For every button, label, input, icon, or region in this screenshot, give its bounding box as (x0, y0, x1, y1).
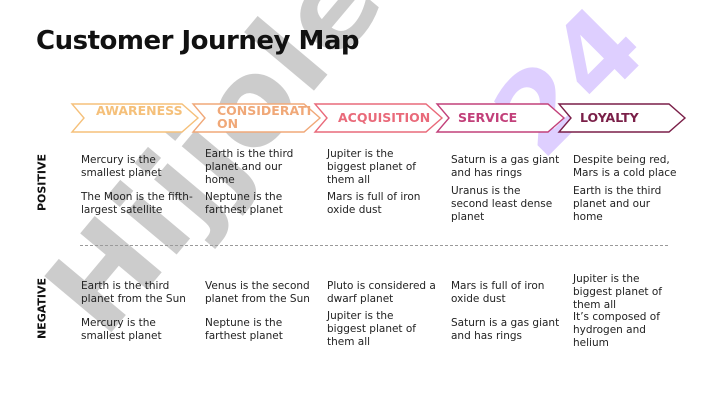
positive-cell-acquisition-2: Mars is full of iron oxide dust (327, 191, 421, 216)
stage-label-service: SERVICE (458, 111, 518, 124)
negative-cell-service-2: Saturn is a gas giant and has rings (451, 317, 560, 342)
stage-arrow-acquisition (313, 103, 444, 133)
page-title: Customer Journey Map (36, 26, 360, 56)
negative-cell-acquisition-1: Pluto is considered a dwarf planet (327, 280, 436, 305)
stage-arrow-loyalty (557, 103, 687, 133)
row-label-positive: POSITIVE (35, 153, 49, 212)
negative-cell-awareness-2: Mercury is the smallest planet (81, 317, 162, 342)
positive-cell-loyalty-1: Despite being red, Mars is a cold place (573, 154, 677, 179)
positive-cell-awareness-2: The Moon is the fifth-largest satellite (81, 191, 193, 216)
stage-label-awareness: AWARENESS (96, 104, 183, 117)
positive-cell-consideration-2: Neptune is the farthest planet (205, 191, 283, 216)
stage-arrow-service (435, 103, 566, 133)
stage-label-consideration: CONSIDERATION (217, 104, 312, 130)
row-label-negative: NEGATIVE (35, 277, 49, 340)
positive-cell-service-2: Uranus is the second least dense planet (451, 185, 553, 223)
stage-arrow-consideration (191, 103, 322, 133)
stage-label-acquisition: ACQUISITION (338, 111, 431, 124)
positive-cell-acquisition-1: Jupiter is the biggest planet of them al… (327, 148, 417, 186)
positive-cell-consideration-1: Earth is the third planet and our home (205, 148, 294, 186)
row-divider (80, 245, 668, 246)
positive-cell-awareness-1: Mercury is the smallest planet (81, 154, 162, 179)
stage-label-loyalty: LOYALTY (580, 111, 639, 124)
negative-cell-awareness-1: Earth is the third planet from the Sun (81, 280, 186, 305)
stage-arrow-awareness (70, 103, 200, 133)
positive-cell-loyalty-2: Earth is the third planet and our home (573, 185, 662, 223)
negative-cell-loyalty-1: Jupiter is the biggest planet of them al… (573, 273, 663, 311)
negative-cell-consideration-1: Venus is the second planet from the Sun (205, 280, 310, 305)
negative-cell-consideration-2: Neptune is the farthest planet (205, 317, 283, 342)
negative-cell-service-1: Mars is full of iron oxide dust (451, 280, 545, 305)
negative-cell-acquisition-2: Jupiter is the biggest planet of them al… (327, 310, 417, 348)
positive-cell-service-1: Saturn is a gas giant and has rings (451, 154, 560, 179)
negative-cell-loyalty-2: It’s composed of hydrogen and helium (573, 311, 660, 349)
